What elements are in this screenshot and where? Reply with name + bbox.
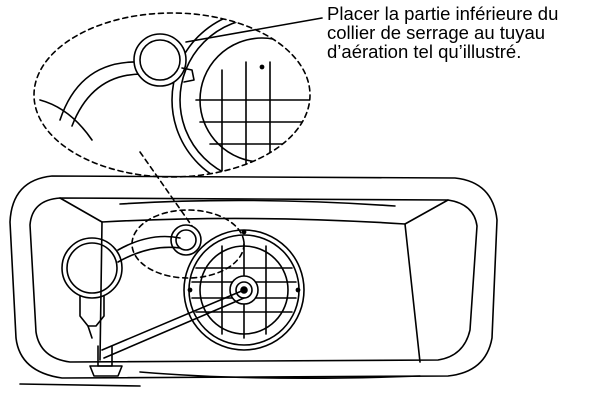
- detail-area-marker: [131, 209, 245, 279]
- detail-leader-dashed: [139, 151, 193, 227]
- magnified-detail: [33, 12, 311, 178]
- fill-valve: [61, 235, 181, 339]
- callout-leader-line: [185, 17, 323, 43]
- callout-line-1: Placer la partie inférieure du: [327, 3, 559, 24]
- flapper-chain-arm: [89, 289, 245, 377]
- callout-line-3: d’aération tel qu’illustré.: [327, 41, 522, 62]
- overflow-tube-with-clamp: [170, 224, 202, 256]
- callout-text: Placer la partie inférieure du collier d…: [327, 4, 599, 61]
- callout-line-2: collier de serrage au tuyau: [327, 22, 546, 43]
